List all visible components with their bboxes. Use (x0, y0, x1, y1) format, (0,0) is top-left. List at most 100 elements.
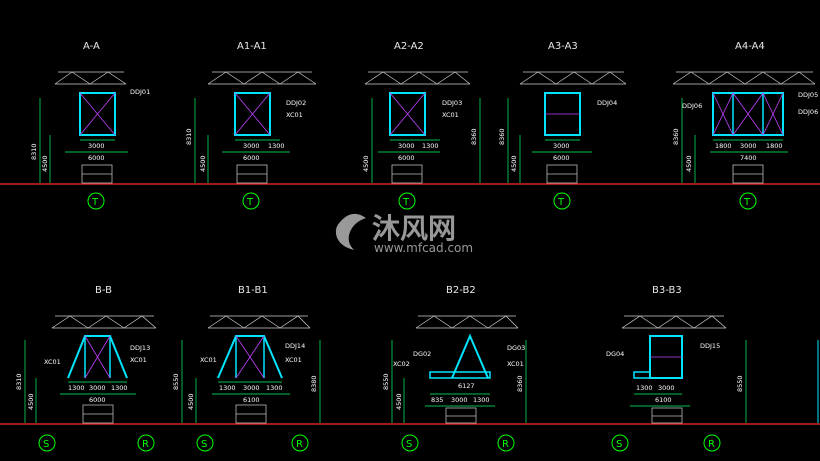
height-dim-base: 4500 (187, 393, 195, 410)
section-b2-b2: B2-B2 8550 8360 4500 835 3000 1300 6127 … (382, 285, 527, 452)
width-dim-inner: 3000 (243, 384, 260, 392)
member-label: XC01 (285, 356, 302, 364)
axis-bubble (497, 434, 515, 452)
height-dim-total: 8360 (470, 128, 478, 145)
section-title: A3-A3 (548, 41, 578, 52)
width-dim-inner: 3000 (553, 142, 570, 150)
roof-truss (54, 71, 127, 85)
member-label: DDJ13 (130, 344, 150, 352)
section-a4-a4: A4-A4 8360 4500 1800 3000 1800 7400 DDJ0… (672, 41, 818, 210)
width-dim-inner: 3000 (398, 142, 415, 150)
member-label: XC01 (44, 358, 61, 366)
section-title: B2-B2 (446, 285, 476, 296)
axis-label: T (557, 197, 565, 208)
height-dim-total: 8550 (172, 373, 180, 390)
member-label: XC01 (286, 111, 303, 119)
member-label: DDJ15 (700, 342, 720, 350)
column-frame (67, 335, 128, 379)
height-dim-right: 8360 (516, 375, 524, 392)
axis-label: S (201, 439, 207, 450)
width-dim-right: 1800 (766, 142, 783, 150)
member-label: DDJ06 (682, 102, 702, 110)
member-label: DG02 (413, 350, 431, 358)
width-dim-outer: 6000 (398, 154, 415, 162)
foundation (651, 407, 683, 424)
member-label: DDJ14 (285, 342, 305, 350)
width-dim-left: 1300 (68, 384, 85, 392)
height-dim-base: 4500 (685, 155, 693, 172)
width-dim-left: 1300 (219, 384, 236, 392)
foundation (235, 404, 267, 424)
axis-bubble (242, 192, 260, 210)
width-dim-outer: 6000 (89, 396, 106, 404)
member-label: DG04 (606, 350, 624, 358)
axis-label: T (246, 197, 254, 208)
height-dim-total: 8550 (382, 373, 390, 390)
height-dim-total: 8550 (736, 375, 744, 392)
member-label: DG03 (507, 344, 525, 352)
member-label: DDJ02 (286, 99, 306, 107)
width-dim-side: 1300 (268, 142, 285, 150)
watermark-cn: 沐风网 (372, 212, 456, 245)
axis-bubble (87, 192, 105, 210)
member-label: XC02 (393, 360, 410, 368)
axis-label: S (616, 439, 622, 450)
width-dim-outer: 6000 (243, 154, 260, 162)
height-dim-base: 4500 (27, 393, 35, 410)
roof-truss (207, 315, 311, 329)
height-dim-base: 4500 (41, 155, 49, 172)
width-dim-outer: 6000 (553, 154, 570, 162)
member-label: DDJ04 (597, 99, 617, 107)
axis-bubble (611, 434, 629, 452)
section-title: A4-A4 (735, 41, 765, 52)
foundation (236, 164, 268, 184)
width-dim-right: 1300 (111, 384, 128, 392)
width-dim-left: 835 (431, 396, 443, 404)
section-a2-a2: A2-A2 8360 4500 3000 1300 6000 DDJ03 XC0… (362, 41, 481, 210)
height-dim-base: 4500 (362, 155, 370, 172)
width-dim-inner: 3000 (451, 396, 468, 404)
section-b1-b1: B1-B1 8550 8380 4500 1300 3000 1300 6100… (172, 285, 321, 452)
section-title: A1-A1 (237, 41, 267, 52)
axis-bubble (137, 434, 155, 452)
column-frame (79, 92, 116, 136)
section-title: B3-B3 (652, 285, 682, 296)
member-label: DDJ05 (798, 91, 818, 99)
column-frame (217, 335, 283, 379)
axis-label: R (296, 439, 303, 450)
axis-label: R (502, 439, 509, 450)
column-frame (234, 92, 271, 136)
width-dim-outer: 6000 (88, 154, 105, 162)
column-frame (451, 333, 489, 379)
member-label: DDJ03 (442, 99, 462, 107)
foundation (82, 404, 114, 424)
foundation (391, 164, 423, 184)
height-dim-right: 8380 (310, 375, 318, 392)
member-label: DDJ06 (798, 108, 818, 116)
axis-bubble (196, 434, 214, 452)
axis-bubble (38, 434, 56, 452)
section-title: B1-B1 (238, 285, 268, 296)
width-dim-outer: 6100 (655, 396, 672, 404)
height-dim-total: 8360 (672, 128, 680, 145)
column-frame (389, 92, 426, 136)
roof-truss (672, 71, 816, 85)
member-label: XC01 (130, 356, 147, 364)
roof-truss (364, 71, 471, 85)
section-title: A2-A2 (394, 41, 424, 52)
watermark: 沐风网 www.mfcad.com (335, 212, 473, 255)
axis-label: T (91, 197, 99, 208)
width-dim-outer: 7400 (740, 154, 757, 162)
width-dim-left: 1300 (636, 384, 653, 392)
roof-truss (51, 315, 157, 329)
foundation (546, 164, 578, 184)
axis-bubble (401, 434, 419, 452)
height-dim-total: 8310 (185, 128, 193, 145)
member-label: XC01 (442, 111, 459, 119)
roof-truss (519, 71, 627, 85)
width-dim-left: 1800 (715, 142, 732, 150)
width-dim-inner: 3000 (88, 142, 105, 150)
height-dim-base: 4500 (199, 155, 207, 172)
axis-label: R (142, 439, 149, 450)
